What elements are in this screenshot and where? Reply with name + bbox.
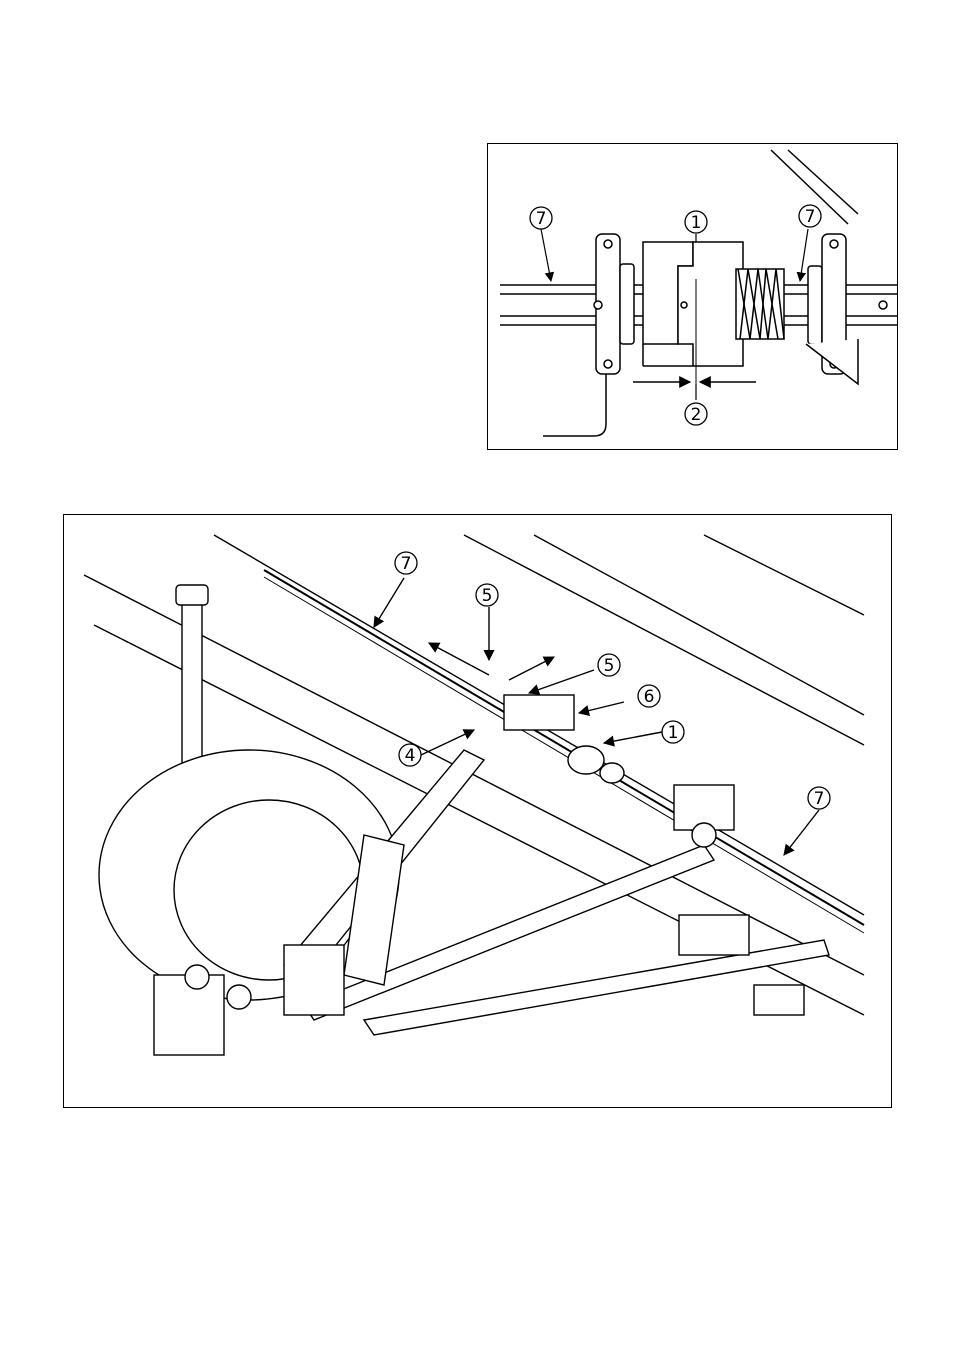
leader-1 xyxy=(604,732,662,743)
coupling-block xyxy=(643,242,743,384)
callout-2-label: 2 xyxy=(691,405,702,425)
left-bearing-plate xyxy=(543,234,634,436)
callout-1-label: 1 xyxy=(691,213,702,233)
callout-6-label: 6 xyxy=(644,687,655,707)
spring xyxy=(736,269,784,339)
leader-7-right xyxy=(784,810,819,855)
machine-overview-drawing: 7 5 5 6 1 4 7 xyxy=(64,515,892,1108)
coupling-detail-drawing: 7 1 7 2 xyxy=(488,144,898,450)
callout-5-upper-label: 5 xyxy=(482,586,493,606)
leader-7-top xyxy=(374,578,404,627)
detail-view-frame: 7 1 7 2 xyxy=(487,143,898,450)
leader-5-lower xyxy=(529,670,594,693)
callout-5-lower-label: 5 xyxy=(604,656,615,676)
arrow-5-direction-b xyxy=(509,657,554,680)
right-bearing-plate xyxy=(806,234,887,384)
arrow-5-direction-a xyxy=(429,643,489,675)
leader-6 xyxy=(579,702,624,713)
callout-7-right-label: 7 xyxy=(805,207,816,227)
callout-7-top-label: 7 xyxy=(401,554,412,574)
leader-7-right xyxy=(800,229,808,281)
frame-structure xyxy=(84,535,864,1055)
main-view-frame: 7 5 5 6 1 4 7 xyxy=(63,514,892,1108)
callout-7-left-label: 7 xyxy=(536,209,547,229)
callout-4-label: 4 xyxy=(405,746,416,766)
callout-7-right-label: 7 xyxy=(814,789,825,809)
leader-7-left xyxy=(541,229,551,281)
callout-1-label: 1 xyxy=(668,723,679,743)
